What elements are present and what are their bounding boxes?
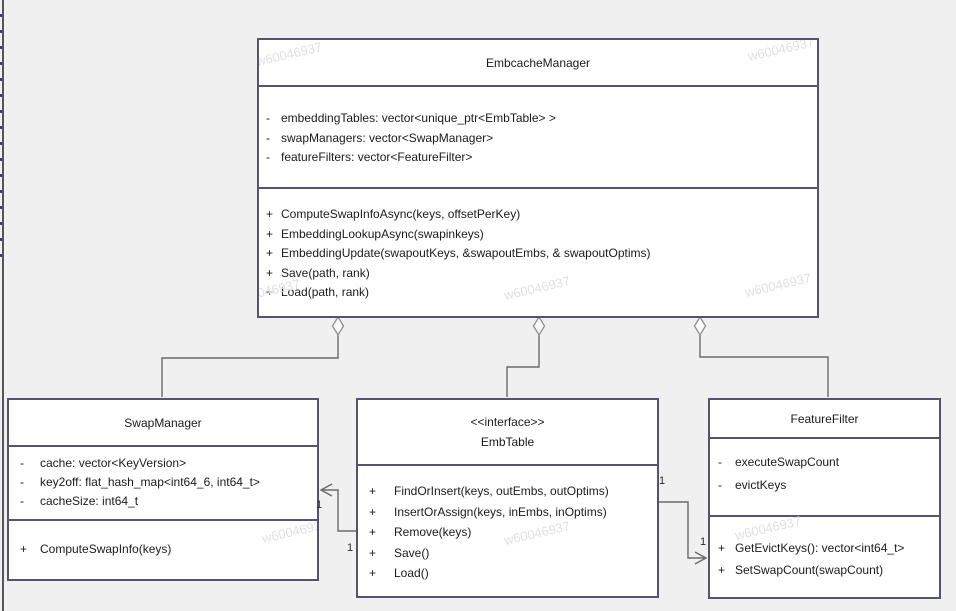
- aggregation-diamond-icon: [532, 315, 546, 337]
- member-text: Load(): [394, 566, 429, 580]
- uml-member-row: + FindOrInsert(keys, outEmbs, outOptims): [358, 481, 657, 502]
- uml-member-row: + Load(): [358, 563, 657, 584]
- visibility-marker: -: [266, 111, 270, 125]
- class-title: <<interface>> EmbTable: [358, 400, 657, 464]
- association-embtable-to-featurefilter[interactable]: [658, 501, 708, 565]
- member-text: swapManagers: vector<SwapManager>: [281, 130, 494, 145]
- aggregation-edge-featurefilter[interactable]: [693, 315, 829, 397]
- uml-member-row: -embeddingTables: vector<unique_ptr<EmbT…: [259, 109, 817, 129]
- window-edge-line: [2, 0, 4, 611]
- member-text: EmbeddingLookupAsync(swapinkeys): [281, 226, 484, 241]
- uml-member-row: + EmbeddingLookupAsync(swapinkeys): [259, 225, 817, 245]
- class-name: EmbTable: [480, 435, 535, 449]
- member-text: embeddingTables: vector<unique_ptr<EmbTa…: [281, 111, 556, 125]
- uml-member-row: + Load(path, rank): [259, 283, 817, 303]
- visibility-marker: -: [20, 456, 24, 470]
- class-box-featurefilter[interactable]: FeatureFilter -executeSwapCount-evictKey…: [708, 398, 941, 599]
- aggregation-edge-swapmanager[interactable]: [161, 315, 345, 397]
- member-text: Remove(keys): [394, 525, 472, 539]
- multiplicity-label: 1: [659, 475, 666, 487]
- uml-member-row: -executeSwapCount: [710, 451, 939, 474]
- uml-member-row: - key2off: flat_hash_map<int64_6, int64_t…: [9, 473, 317, 492]
- visibility-marker: +: [266, 285, 274, 299]
- visibility-marker: +: [369, 484, 377, 498]
- visibility-marker: +: [369, 545, 377, 560]
- class-box-swapmanager[interactable]: SwapManager - cache: vector<KeyVersion> - k…: [7, 398, 319, 581]
- member-text: cacheSize: int64_t: [40, 494, 139, 508]
- visibility-marker: +: [369, 566, 377, 580]
- uml-member-row: + EmbeddingUpdate(swapoutKeys, &swapoutEm…: [259, 244, 817, 264]
- member-text: FindOrInsert(keys, outEmbs, outOptims): [394, 484, 609, 498]
- member-text: executeSwapCount: [735, 455, 840, 469]
- visibility-marker: -: [266, 130, 270, 145]
- methods-compartment: +FindOrInsert(keys, outEmbs, outOptims)+…: [358, 464, 657, 584]
- uml-member-row: + Save(path, rank): [259, 264, 817, 284]
- uml-member-row: + SetSwapCount(swapCount): [710, 559, 939, 581]
- class-box-embtable[interactable]: <<interface>> EmbTable + FindOrInsert(key…: [356, 398, 659, 598]
- attributes-compartment: - cache: vector<KeyVersion> - key2off: flat…: [9, 445, 317, 519]
- member-text: Save(): [394, 545, 430, 560]
- uml-member-row: + ComputeSwapInfoAsync(keys, offsetPerKey…: [259, 205, 817, 225]
- uml-member-row: -swapManagers: vector<SwapManager>: [259, 129, 817, 149]
- aggregation-diamond-icon: [331, 315, 345, 337]
- aggregation-edge-embtable[interactable]: [506, 315, 546, 397]
- aggregation-diamond-icon: [693, 315, 707, 337]
- member-text: Save(path, rank): [281, 265, 370, 280]
- uml-member-row: + Remove(keys): [358, 522, 657, 543]
- multiplicity-label: 1: [347, 542, 354, 554]
- class-title: SwapManager: [124, 415, 202, 430]
- uml-member-row: - cache: vector<KeyVersion>: [9, 454, 317, 473]
- multiplicity-label: 1: [316, 499, 323, 511]
- visibility-marker: -: [718, 455, 722, 469]
- visibility-marker: +: [266, 207, 274, 221]
- uml-member-row: + Save(): [358, 543, 657, 564]
- multiplicity-label: 1: [700, 536, 707, 548]
- class-title: EmbcacheManager: [485, 55, 591, 70]
- visibility-marker: -: [718, 478, 722, 492]
- open-arrowhead-icon: [319, 483, 333, 497]
- member-text: InsertOrAssign(keys, inEmbs, inOptims): [394, 504, 607, 519]
- visibility-marker: +: [20, 542, 28, 556]
- uml-member-row: + ComputeSwapInfo(keys): [9, 539, 317, 559]
- visibility-marker: +: [266, 226, 274, 241]
- uml-member-row: -evictKeys: [710, 474, 939, 497]
- visibility-marker: +: [718, 563, 726, 577]
- stereotype-label: <<interface>>: [470, 415, 545, 429]
- visibility-marker: -: [20, 475, 24, 489]
- member-text: evictKeys: [735, 478, 787, 492]
- attributes-compartment: -embeddingTables: vector<unique_ptr<EmbT…: [259, 85, 817, 187]
- visibility-marker: +: [718, 541, 726, 555]
- open-arrowhead-icon: [694, 551, 708, 565]
- member-text: ComputeSwapInfoAsync(keys, offsetPerKey): [281, 207, 521, 221]
- visibility-marker: +: [266, 246, 274, 260]
- class-box-embcachemanager[interactable]: EmbcacheManager -embeddingTables: vector…: [257, 38, 819, 318]
- uml-member-row: -featureFilters: vector<FeatureFilter>: [259, 148, 817, 168]
- member-text: ComputeSwapInfo(keys): [40, 542, 172, 556]
- visibility-marker: +: [369, 525, 377, 539]
- visibility-marker: +: [369, 504, 377, 519]
- methods-compartment: + ComputeSwapInfoAsync(keys, offsetPerKey…: [259, 187, 817, 303]
- member-text: featureFilters: vector<FeatureFilter>: [281, 150, 473, 164]
- class-title: FeatureFilter: [790, 411, 859, 426]
- member-text: Load(path, rank): [281, 285, 370, 299]
- visibility-marker: -: [266, 150, 270, 164]
- member-text: key2off: flat_hash_map<int64_6, int64_t>: [40, 475, 260, 489]
- uml-member-row: - cacheSize: int64_t: [9, 492, 317, 511]
- uml-member-row: + InsertOrAssign(keys, inEmbs, inOptims): [358, 502, 657, 523]
- methods-compartment: + ComputeSwapInfo(keys): [9, 519, 317, 559]
- member-text: EmbeddingUpdate(swapoutKeys, &swapoutEmb…: [281, 246, 651, 260]
- attributes-compartment: -executeSwapCount-evictKeys: [710, 437, 939, 515]
- visibility-marker: -: [20, 494, 24, 508]
- methods-compartment: + GetEvictKeys(): vector<int64_t> + SetSwap…: [710, 515, 939, 581]
- window-edge-artifacts: [0, 14, 2, 260]
- visibility-marker: +: [266, 265, 274, 280]
- member-text: cache: vector<KeyVersion>: [40, 456, 187, 470]
- member-text: SetSwapCount(swapCount): [735, 563, 884, 577]
- uml-member-row: + GetEvictKeys(): vector<int64_t>: [710, 537, 939, 559]
- member-text: GetEvictKeys(): vector<int64_t>: [735, 541, 905, 555]
- association-embtable-to-swapmanager[interactable]: [319, 483, 356, 532]
